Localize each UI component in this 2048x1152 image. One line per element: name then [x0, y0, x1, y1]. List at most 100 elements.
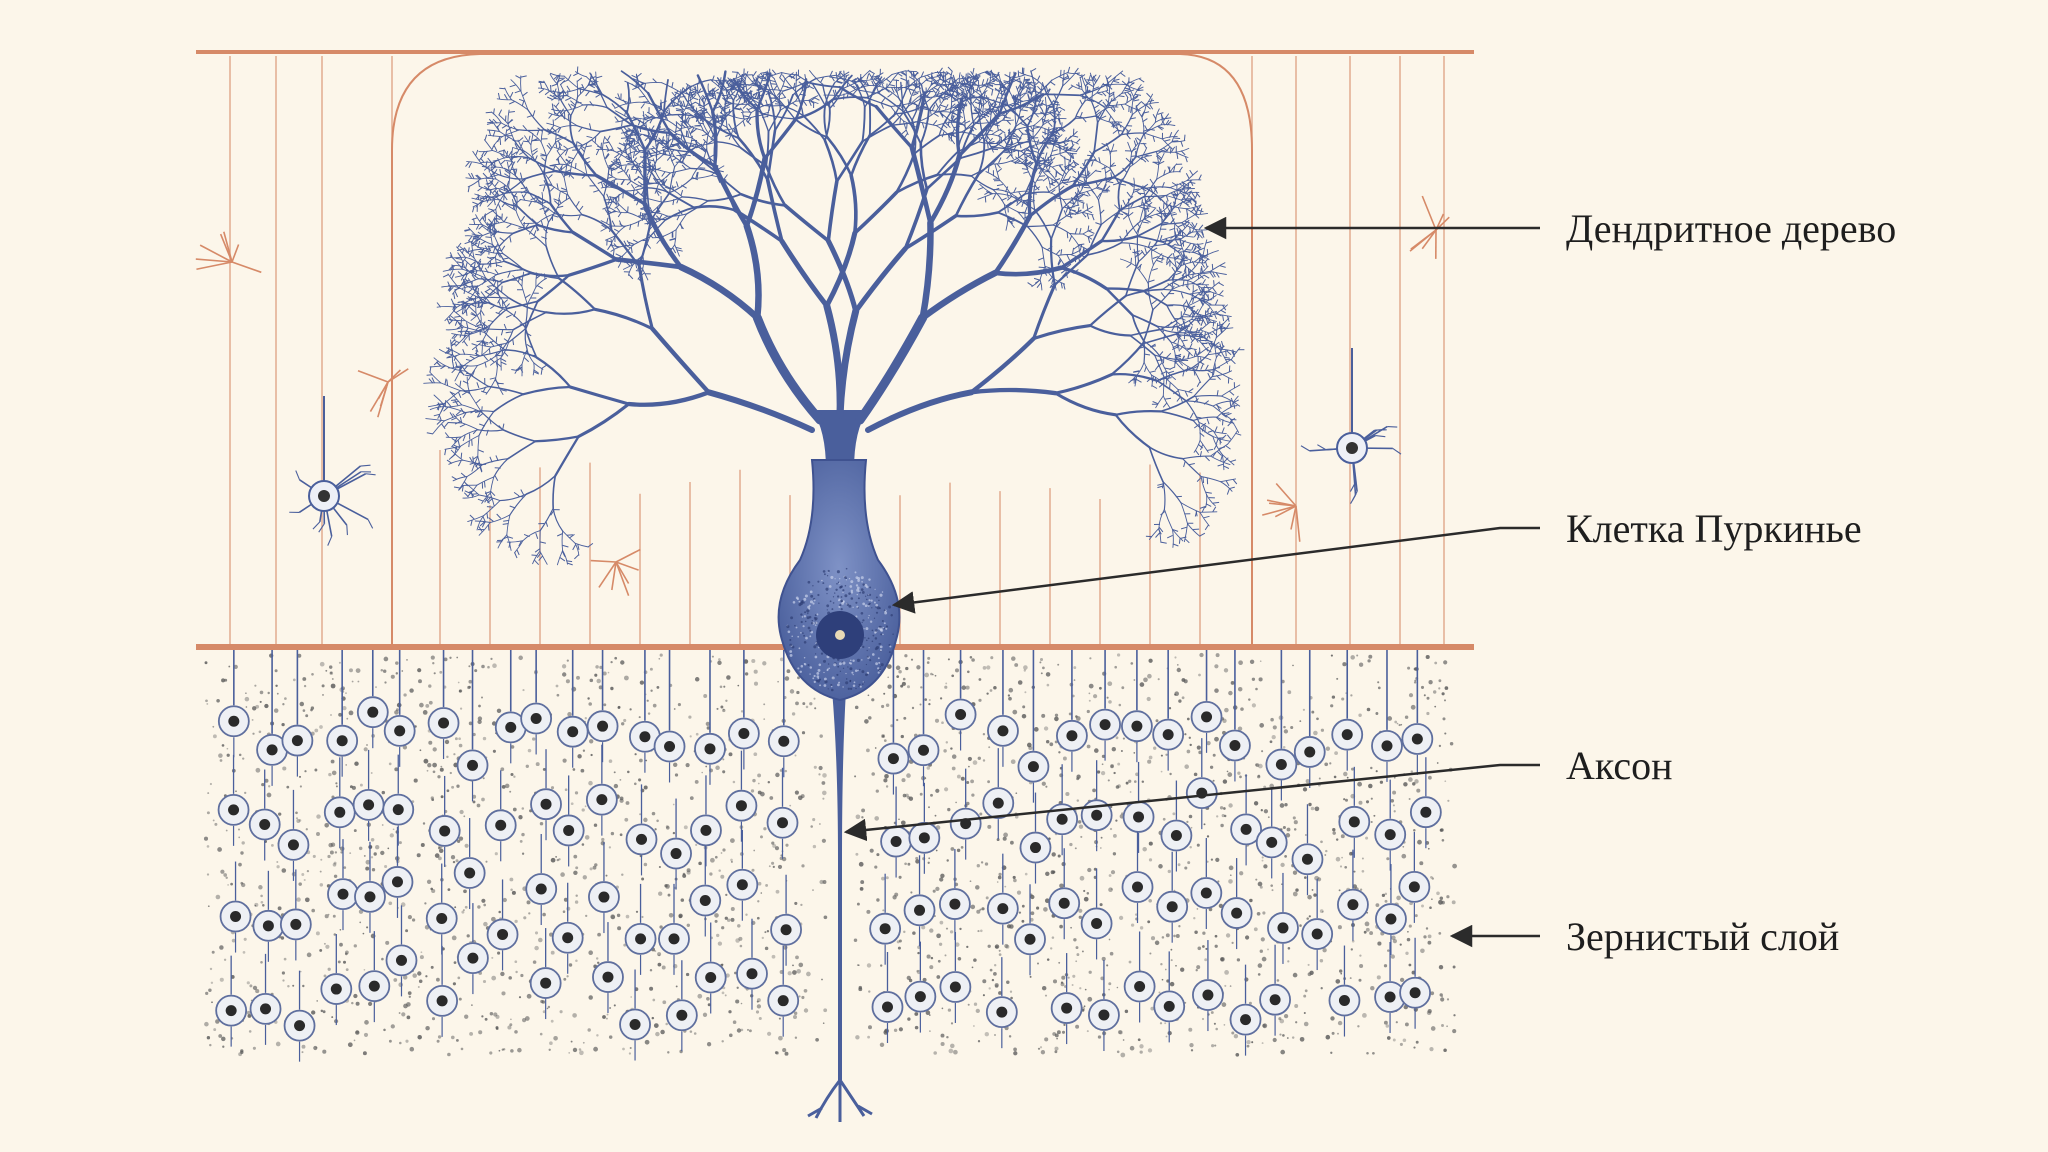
granule-speck — [546, 1007, 549, 1010]
granule-speck — [1257, 963, 1263, 968]
granule-speck — [549, 1041, 553, 1045]
granule-speck — [280, 936, 285, 940]
granule-speck — [959, 927, 962, 931]
granule-speck — [1118, 915, 1124, 921]
granule-speck — [324, 914, 329, 919]
granule-speck — [520, 973, 524, 978]
granule-speck — [227, 884, 229, 886]
granule-speck — [651, 811, 656, 816]
granule-speck — [606, 1013, 609, 1016]
granule-speck — [1011, 656, 1016, 661]
granule-speck — [572, 1013, 577, 1018]
granule-speck — [929, 1030, 931, 1032]
granule-speck — [1058, 961, 1061, 964]
granule-speck — [245, 692, 247, 695]
granule-speck — [979, 812, 983, 816]
granule-speck — [1366, 1051, 1369, 1055]
granule-speck — [661, 965, 666, 970]
granule-speck — [605, 874, 608, 877]
granule-speck — [990, 656, 994, 660]
granule-speck — [1452, 863, 1457, 869]
granule-speck — [1425, 654, 1430, 660]
granule-nucleus — [1029, 842, 1041, 854]
granule-speck — [212, 819, 215, 822]
granule-speck — [1036, 906, 1040, 910]
granule-speck — [1046, 958, 1050, 961]
granule-speck — [481, 1015, 484, 1018]
granule-speck — [281, 868, 287, 873]
granule-speck — [466, 934, 470, 938]
granule-speck — [772, 865, 775, 869]
granule-speck — [1245, 935, 1250, 940]
granule-speck — [359, 783, 363, 787]
granule-speck — [651, 1016, 655, 1020]
granule-speck — [1310, 806, 1315, 811]
granule-speck — [513, 775, 516, 778]
granule-speck — [1092, 788, 1096, 793]
granule-speck — [624, 817, 629, 822]
granule-speck — [967, 1003, 970, 1006]
granule-speck — [1012, 709, 1018, 715]
granule-speck — [904, 654, 908, 658]
granule-speck — [1438, 687, 1441, 690]
granule-speck — [1177, 863, 1181, 867]
granule-speck — [859, 887, 864, 891]
granule-speck — [430, 655, 435, 660]
granule-speck — [1068, 712, 1072, 716]
granule-speck — [599, 665, 603, 669]
granule-speck — [635, 910, 639, 913]
granule-speck — [398, 1012, 401, 1014]
granule-speck — [1319, 958, 1324, 963]
granule-speck — [507, 1025, 512, 1030]
granule-speck — [503, 1048, 506, 1051]
granule-speck — [1337, 1020, 1343, 1026]
granule-speck — [1227, 772, 1233, 777]
granule-speck — [408, 995, 411, 998]
granule-speck — [325, 944, 330, 949]
granule-speck — [1196, 908, 1199, 910]
granule-speck — [915, 856, 919, 860]
granule-speck — [371, 868, 376, 872]
granule-speck — [380, 850, 385, 856]
granule-speck — [345, 950, 349, 955]
basket-cell-branch — [1349, 482, 1356, 492]
granule-speck — [302, 984, 305, 988]
granule-speck — [468, 679, 473, 684]
granule-speck — [311, 1010, 316, 1015]
granule-speck — [675, 985, 678, 988]
granule-speck — [416, 853, 421, 858]
granule-speck — [501, 785, 506, 789]
granule-speck — [1042, 666, 1045, 670]
granule-speck — [753, 849, 756, 852]
granule-speck — [510, 1049, 514, 1053]
granule-speck — [454, 906, 457, 909]
granule-speck — [723, 685, 726, 688]
granule-speck — [910, 891, 913, 894]
granule-speck — [314, 768, 318, 772]
granule-speck — [1334, 751, 1338, 755]
granule-speck — [489, 1051, 493, 1055]
granule-speck — [787, 971, 792, 976]
granule-speck — [339, 846, 345, 852]
granule-speck — [1339, 969, 1343, 973]
granule-speck — [243, 937, 247, 941]
granule-speck — [330, 683, 336, 689]
granule-speck — [1311, 710, 1315, 714]
granule-speck — [1404, 1022, 1409, 1027]
granule-speck — [767, 1031, 772, 1036]
granule-speck — [973, 1002, 978, 1006]
granule-speck — [325, 669, 328, 672]
granule-speck — [446, 755, 449, 759]
granule-speck — [927, 656, 931, 660]
granule-speck — [1426, 696, 1430, 700]
dendrite-field-outline — [391, 53, 1253, 647]
granule-speck — [568, 1052, 571, 1054]
granule-speck — [1410, 704, 1416, 710]
granule-speck — [1087, 867, 1092, 873]
granule-speck — [614, 656, 618, 660]
granule-speck — [1438, 964, 1444, 970]
granule-speck — [321, 684, 325, 688]
granule-speck — [455, 859, 459, 863]
granule-speck — [1113, 771, 1116, 775]
granule-speck — [437, 775, 441, 779]
